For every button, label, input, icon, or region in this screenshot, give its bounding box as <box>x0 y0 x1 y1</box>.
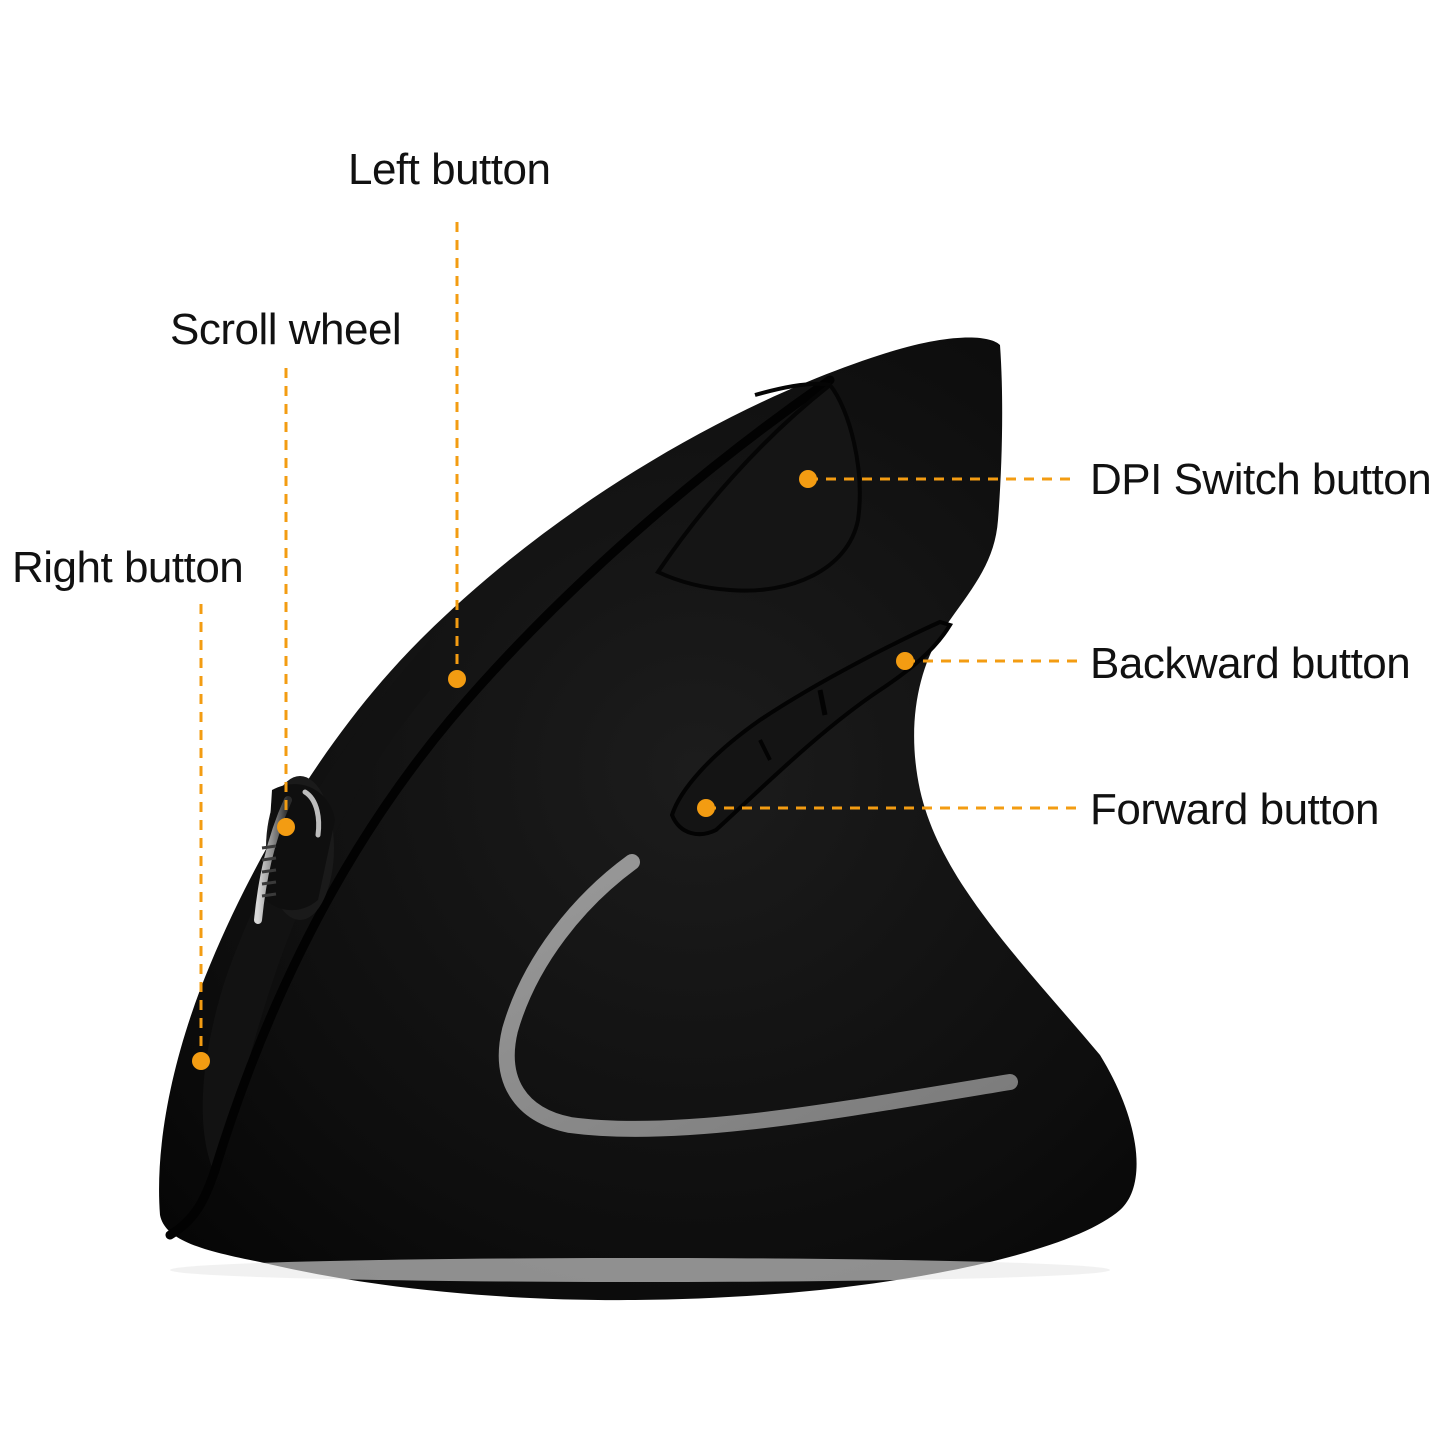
label-scroll-wheel: Scroll wheel <box>170 305 402 354</box>
label-right-button: Right button <box>12 543 244 592</box>
dot-scroll-wheel <box>277 818 295 836</box>
side-button-divider <box>817 689 828 716</box>
label-backward-button: Backward button <box>1090 639 1411 688</box>
label-left-button: Left button <box>348 145 551 194</box>
dot-forward-button <box>697 799 715 817</box>
label-forward-button: Forward button <box>1090 785 1379 834</box>
mouse-body <box>159 337 1137 1301</box>
label-dpi-switch-button: DPI Switch button <box>1090 455 1432 504</box>
dot-dpi-button <box>799 470 817 488</box>
dot-right-button <box>192 1052 210 1070</box>
right-button-surface <box>202 640 430 1175</box>
callout-dots <box>192 470 914 1070</box>
thumb-rest-accent <box>498 854 1018 1138</box>
scroll-wheel-graphic <box>254 776 335 924</box>
dpi-top-edge <box>754 381 831 397</box>
side-button-notch <box>758 739 772 761</box>
callout-lines <box>199 222 1078 1060</box>
side-buttons-panel <box>669 619 954 837</box>
dot-backward-button <box>896 652 914 670</box>
mouse-shadow <box>170 1258 1110 1282</box>
dot-left-button <box>448 670 466 688</box>
dpi-button-block <box>655 382 862 593</box>
button-split-line <box>165 375 835 1240</box>
